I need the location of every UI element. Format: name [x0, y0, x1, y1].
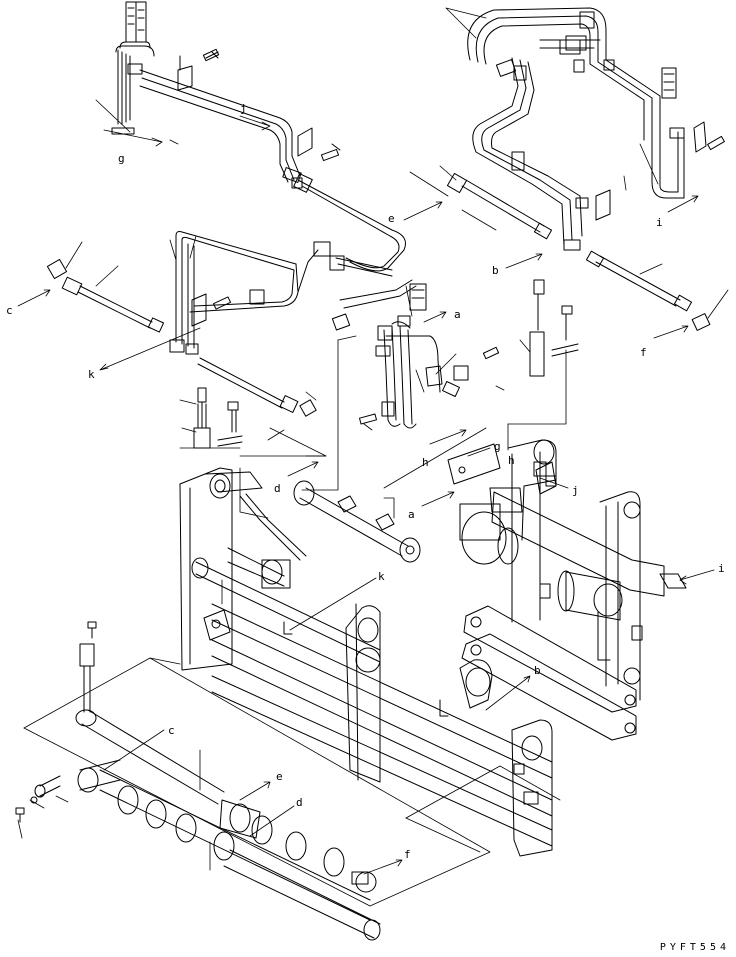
assembly-outlines [24, 336, 566, 906]
callout-labels: g j e b i f c k a h d g h a j i k b c e … [6, 102, 725, 861]
top-left-tube-assembly [112, 2, 406, 271]
callout-g-mid: g [494, 440, 501, 453]
callout-e-top: e [388, 212, 395, 225]
leader-lines [18, 8, 728, 874]
callout-b-mid: b [534, 664, 541, 677]
callout-h-top: h [422, 456, 429, 469]
callout-d-bottom: d [296, 796, 303, 809]
side-shift-cylinder [16, 622, 380, 940]
middle-left-tube-assembly [170, 232, 426, 355]
callout-k-top: k [88, 368, 95, 381]
callout-b-top: b [492, 264, 499, 277]
middle-hoses [47, 173, 709, 416]
callout-j-mid: j [572, 484, 579, 497]
left-pins [194, 280, 578, 448]
callout-g-top: g [118, 152, 125, 165]
callout-f-top: f [640, 346, 647, 359]
drawing-code: PYFT554 [659, 942, 730, 953]
callout-e-bottom: e [276, 770, 283, 783]
callout-d-top: d [274, 482, 281, 495]
tilt-cylinder [294, 481, 420, 562]
top-right-tube-assembly [468, 8, 725, 250]
callout-c-top: c [6, 304, 13, 317]
callout-c-bottom: c [168, 724, 175, 737]
callout-k-mid: k [378, 570, 385, 583]
right-carriage-head [448, 440, 686, 740]
callout-a-top: a [454, 308, 461, 321]
callout-i-top: i [656, 216, 663, 229]
center-tube-assembly [359, 316, 498, 428]
callout-h-mid: h [508, 454, 515, 467]
callout-f-bottom: f [404, 848, 411, 861]
callout-j-top: j [240, 102, 247, 115]
callout-a-mid: a [408, 508, 415, 521]
callout-i-mid: i [718, 562, 725, 575]
carriage-frame [180, 468, 552, 856]
